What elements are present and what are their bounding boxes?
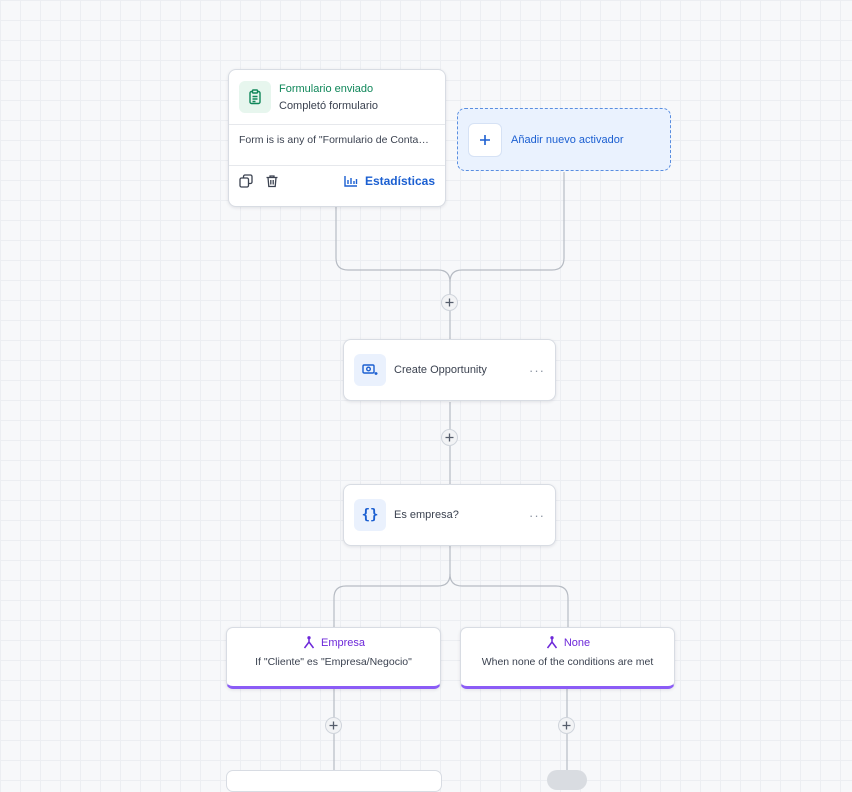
add-step-button[interactable] — [441, 294, 458, 311]
branch-title-text: Empresa — [320, 637, 366, 649]
branch-empresa[interactable]: Empresa If "Cliente" es "Empresa/Negocio… — [226, 627, 441, 689]
statistics-label: Estadísticas — [364, 174, 435, 188]
plus-icon — [468, 122, 502, 157]
trigger-condition: Form is is any of "Formulario de Contact… — [229, 125, 445, 165]
branch-icon — [303, 636, 315, 649]
action-label: Es empresa? — [394, 509, 459, 521]
copy-icon[interactable] — [239, 174, 253, 188]
add-step-button[interactable] — [325, 717, 342, 734]
plus-icon — [562, 721, 571, 730]
branch-icon — [546, 636, 557, 649]
trigger-title: Formulario enviado — [279, 82, 374, 95]
trigger-footer: Estadísticas — [229, 165, 445, 196]
add-step-button[interactable] — [558, 717, 575, 734]
more-options-button[interactable]: ··· — [529, 362, 545, 378]
action-create-opportunity[interactable]: Create Opportunity ··· — [343, 339, 556, 401]
add-step-button[interactable] — [441, 429, 458, 446]
add-trigger-button[interactable]: Añadir nuevo activador — [457, 108, 671, 171]
statistics-button[interactable]: Estadísticas — [344, 174, 435, 188]
plus-icon — [329, 721, 338, 730]
bar-chart-icon — [344, 176, 358, 187]
branch-description: If "Cliente" es "Empresa/Negocio" — [255, 656, 412, 668]
branch-title: Empresa — [227, 636, 440, 650]
trash-icon[interactable] — [265, 174, 279, 188]
branch-title-text: None — [563, 637, 591, 649]
trigger-header: Formulario enviado Completó formulario — [229, 70, 445, 125]
clipboard-icon — [239, 81, 271, 113]
branch-none[interactable]: None When none of the conditions are met — [460, 627, 675, 689]
opportunity-icon — [354, 354, 386, 386]
trigger-card[interactable]: Formulario enviado Completó formulario F… — [228, 69, 446, 207]
braces-icon: {} — [354, 499, 386, 531]
next-step-card-partial[interactable] — [226, 770, 442, 792]
branch-title: None — [461, 636, 674, 650]
add-trigger-label: Añadir nuevo activador — [511, 133, 624, 146]
plus-icon — [445, 298, 454, 307]
trigger-condition-text: Form is is any of "Formulario de Contact… — [239, 134, 429, 146]
action-condition-es-empresa[interactable]: {} Es empresa? ··· — [343, 484, 556, 546]
more-options-button[interactable]: ··· — [529, 507, 545, 523]
branch-description: When none of the conditions are met — [481, 656, 654, 668]
action-label: Create Opportunity — [394, 364, 487, 376]
trigger-subtitle: Completó formulario — [279, 99, 379, 112]
plus-icon — [445, 433, 454, 442]
end-node-partial[interactable] — [547, 770, 587, 790]
